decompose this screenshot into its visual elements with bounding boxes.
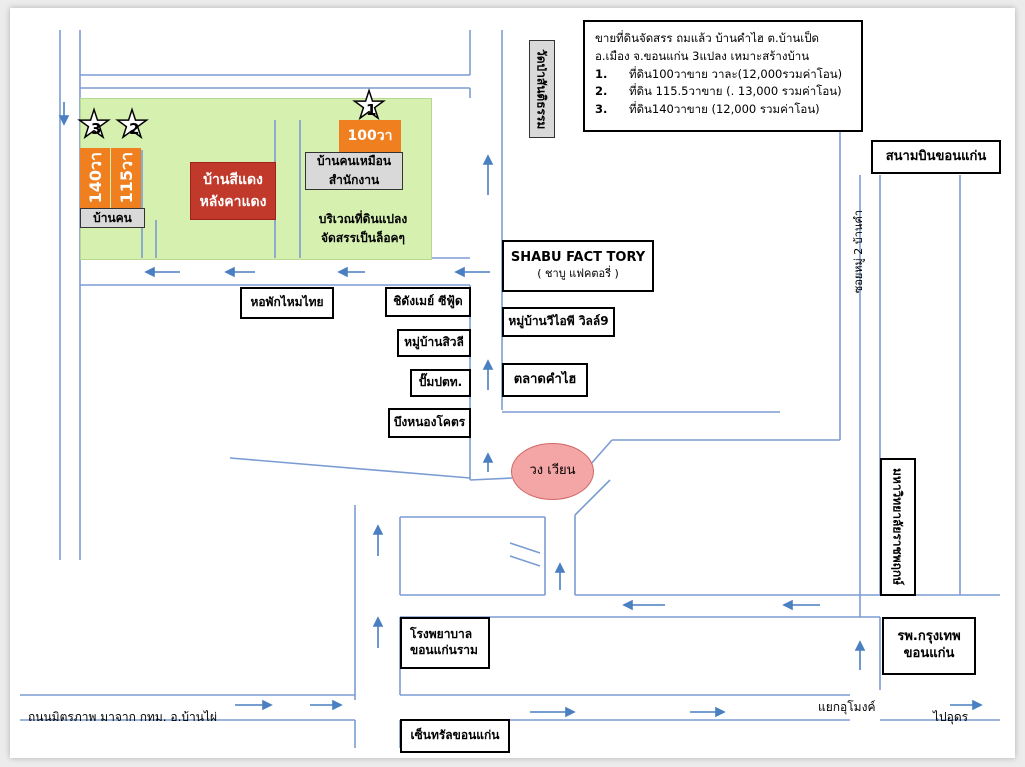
bangkok-hospital-label: รพ.กรุงเทพ ขอนแก่น: [882, 617, 976, 675]
star-icon: ★: [76, 102, 112, 146]
plot-1[interactable]: 100วา: [339, 120, 401, 152]
seafood-label: ชิดังเมย์ ซีฟู้ด: [385, 287, 471, 317]
university-label: มหาวิทยาลัยราชพฤกษ์: [880, 458, 916, 596]
star-1-number: 1: [366, 101, 377, 119]
airport-label: สนามบินขอนแก่น: [871, 140, 1001, 174]
notice-line-2: อ.เมือง จ.ขอนแก่น 3แปลง เหมาะสร้างบ้าน: [595, 48, 810, 63]
main-road-label: ถนนมิตรภาพ มาจาก กทม. อ.บ้านไผ่: [28, 710, 218, 724]
notice-line-1: ขายที่ดินจัดสรร ถมแล้ว บ้านคำไฮ ต.บ้านเป…: [595, 31, 819, 45]
star-3-number: 3: [91, 120, 102, 138]
office-house: บ้านคนเหมือน สำนักงาน: [305, 152, 403, 190]
red-house: บ้านสีแดง หลังคาแดง: [190, 162, 276, 220]
temple-label: วัดป่าสันติธรรม: [529, 40, 555, 138]
junction-label: แยกอุโมงค์: [818, 700, 876, 714]
gas-station-label: ปั๊มปตท.: [410, 369, 471, 397]
central-label: เซ็นทรัลขอนแก่น: [400, 719, 510, 753]
notice-item: 2. ที่ดิน 115.5วาขาย (. 13,000 รวมค่าโอน…: [595, 84, 842, 99]
plot-3[interactable]: 140วา: [80, 148, 110, 208]
star-icon: ★: [351, 83, 387, 127]
shabu-subtitle: ( ชาบู แฟคตอรี่ ): [537, 267, 619, 281]
hospital-ram-label: โรงพยาบาล ขอนแก่นราม: [400, 617, 490, 669]
to-udon-label: ไปอุดร: [933, 710, 969, 724]
star-icon: ★: [114, 102, 150, 146]
bueng-label: บึงหนองโคตร: [388, 408, 471, 438]
notice-item: 3. ที่ดิน140วาขาย (12,000 รวมค่าโอน): [595, 102, 820, 117]
subdivision-note: บริเวณที่ดินแปลง จัดสรรเป็นล็อคๆ: [318, 212, 408, 245]
shabu-title: SHABU FACT TORY: [510, 250, 646, 266]
neighbor-house: บ้านคน: [80, 208, 145, 228]
alley-label: ซอยหมู่ 2 บ้านคำ: [852, 210, 865, 294]
village-sawali-label: หมู่บ้านสิวลี: [397, 329, 471, 357]
star-2-number: 2: [129, 120, 140, 138]
sale-notice: ขายที่ดินจัดสรร ถมแล้ว บ้านคำไฮ ต.บ้านเป…: [583, 20, 863, 132]
dorm-label: หอพักไหมไทย: [240, 287, 334, 319]
plot-2[interactable]: 115วา: [111, 148, 141, 208]
plot-2-size: 115วา: [116, 152, 136, 204]
village-vip-label: หมู่บ้านวีไอพี วิลล์9: [502, 307, 615, 337]
plot-3-size: 140วา: [85, 152, 105, 204]
market-label: ตลาดคำไฮ: [502, 363, 588, 397]
roundabout: วง เวียน: [511, 443, 594, 500]
plot-1-size: 100วา: [347, 128, 393, 144]
shabu-factory: SHABU FACT TORY ( ชาบู แฟคตอรี่ ): [502, 240, 654, 292]
notice-item: 1. ที่ดิน100วาขาย วาละ(12,000รวมค่าโอน): [595, 66, 843, 81]
